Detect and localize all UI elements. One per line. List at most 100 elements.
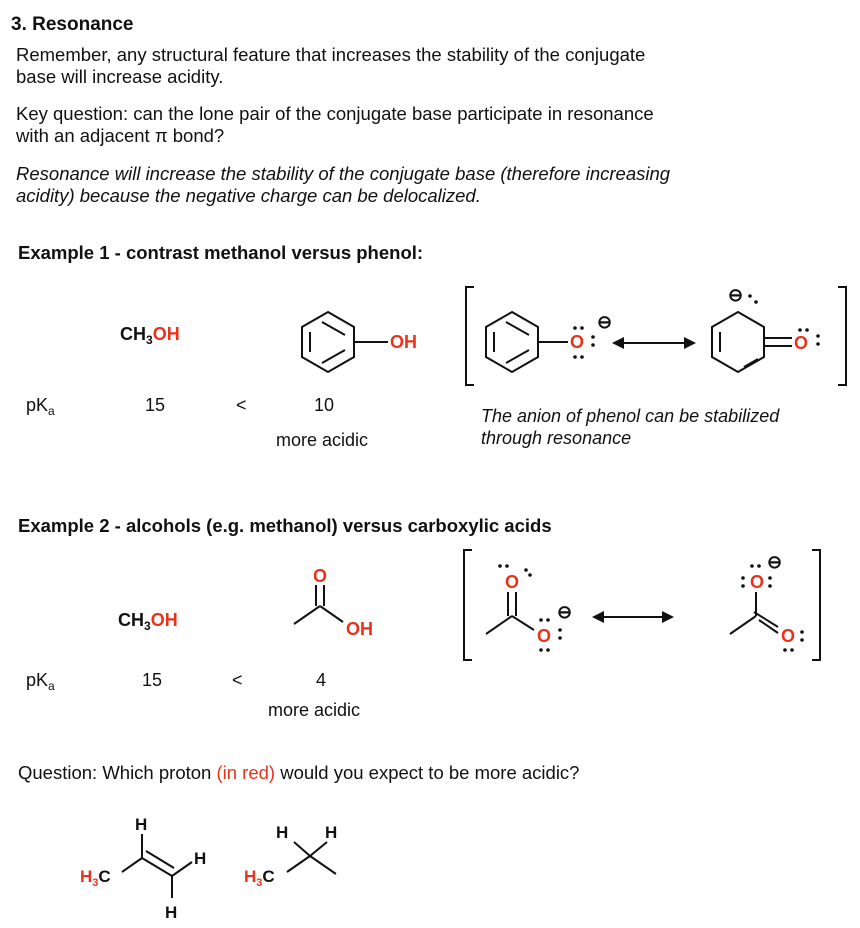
propene-h-right: H	[194, 849, 206, 868]
propane-structure	[286, 841, 337, 875]
c-h-bond	[171, 861, 193, 877]
resonance-arrow-1	[612, 337, 696, 349]
key-question-paragraph: Key question: can the lone pair of the c…	[16, 103, 654, 147]
resonance-arrow-2	[592, 611, 674, 623]
phenol-double-bond	[321, 349, 346, 364]
question-line: Question: Which proton (in red) would yo…	[18, 762, 579, 784]
example1-pka-phenol: 10	[314, 395, 335, 415]
methyl-subscript: 3	[92, 877, 98, 889]
methyl-bond	[729, 615, 757, 635]
lone-pairs-3	[498, 564, 562, 652]
example2-heading: Example 2 - alcohols (e.g. methanol) ver…	[18, 515, 552, 536]
propane-h-left: H	[276, 823, 288, 842]
propene-methyl-label: H3C	[80, 867, 111, 889]
propene-h-top: H	[135, 815, 147, 834]
acetate-oxygen-top-2: O	[750, 572, 764, 592]
pka-subscript: a	[48, 679, 55, 693]
pka-p: pK	[26, 395, 49, 415]
example2-pka-label: pKa	[26, 670, 55, 693]
resonance-statement-line-2: acidity) because the negative charge can…	[16, 185, 481, 206]
propane-h-right: H	[325, 823, 337, 842]
propene-h-bottom: H	[165, 903, 177, 922]
example1-heading: Example 1 - contrast methanol versus phe…	[18, 242, 424, 263]
right-bracket	[812, 549, 821, 661]
c-o-double-bond	[758, 619, 779, 634]
methyl-c: C	[98, 867, 110, 886]
example1-comparator: <	[236, 395, 247, 415]
example1-methanol-formula: CH3OH	[120, 324, 180, 347]
negative-charge-2: ⊖	[728, 285, 743, 305]
left-bracket	[465, 286, 474, 386]
key-question-line-1: Key question: can the lone pair of the c…	[16, 103, 654, 124]
anion-note-line-2: through resonance	[481, 428, 632, 448]
acetate-oxygen-bottom-2: O	[781, 626, 795, 646]
pka-subscript: a	[48, 404, 55, 418]
formula-oh: OH	[152, 324, 180, 344]
example2-resonance-brackets	[463, 549, 821, 661]
negative-charge-3: ⊖	[557, 602, 572, 622]
right-bracket	[838, 286, 847, 386]
intro-line-1: Remember, any structural feature that in…	[16, 44, 646, 65]
methyl-h: H	[244, 867, 256, 886]
acetate-oxygen-bottom-1: O	[537, 626, 551, 646]
propane-methyl-label: H3C	[244, 867, 275, 889]
lone-pairs-1	[573, 326, 595, 359]
negative-charge-1: ⊖	[597, 312, 612, 332]
phenoxide-double-bond	[505, 321, 530, 336]
pka-p: pK	[26, 670, 49, 690]
phenoxide-oxygen-1: O	[570, 332, 584, 352]
c-h-bond	[309, 841, 328, 857]
phenol-double-bond	[321, 321, 346, 336]
left-bracket	[463, 549, 472, 661]
dienone-ring	[711, 310, 765, 374]
acetate-form-2	[729, 592, 779, 635]
methyl-bond	[293, 605, 321, 625]
example2-comparator: <	[232, 670, 243, 690]
phenoxide-form-1	[485, 310, 568, 374]
methyl-bond	[121, 857, 143, 873]
phenol-ring	[301, 310, 355, 374]
c-o-double-bond	[753, 611, 779, 628]
example1-anion-note: The anion of phenol can be stabilized th…	[481, 405, 779, 449]
key-question-line-2: with an adjacent π bond?	[16, 125, 225, 146]
lone-pairs-4	[741, 564, 804, 652]
methyl-h: H	[80, 867, 92, 886]
dienone-oxygen: O	[794, 333, 808, 353]
example2-methanol-formula: CH3OH	[118, 610, 178, 633]
example1-more-acidic: more acidic	[276, 430, 369, 450]
question-prefix: Question: Which proton	[18, 762, 217, 783]
phenol-oh-label: OH	[390, 332, 417, 352]
acid-carbonyl-oxygen: O	[313, 566, 327, 586]
intro-paragraph: Remember, any structural feature that in…	[16, 44, 645, 88]
phenoxide-double-bond	[505, 349, 530, 364]
acid-oh-label: OH	[346, 619, 373, 639]
methyl-subscript: 3	[256, 877, 262, 889]
c-o-single-bond	[511, 615, 535, 631]
acetate-oxygen-top-1: O	[505, 572, 519, 592]
acetate-form-1	[485, 592, 535, 635]
phenoxide-form-2	[711, 310, 792, 374]
example1-pka-methanol: 15	[145, 395, 166, 415]
resonance-statement-line-1: Resonance will increase the stability of…	[16, 163, 671, 184]
formula-subscript: 3	[146, 333, 153, 347]
question-highlight: (in red)	[216, 762, 276, 783]
formula-oh: OH	[150, 610, 178, 630]
c-c-double-bond	[141, 857, 173, 877]
phenoxide-ring	[485, 310, 539, 374]
lone-pairs-2	[748, 294, 820, 346]
formula-ch: CH	[118, 610, 144, 630]
formula-subscript: 3	[144, 619, 151, 633]
anion-note-line-1: The anion of phenol can be stabilized	[481, 406, 780, 426]
methyl-bond	[286, 855, 311, 873]
intro-line-2: base will increase acidity.	[16, 66, 224, 87]
example2-more-acidic: more acidic	[268, 700, 361, 720]
example1-pka-label: pKa	[26, 395, 55, 418]
example1-resonance-brackets	[465, 286, 847, 386]
question-suffix: would you expect to be more acidic?	[275, 762, 580, 783]
formula-ch: CH	[120, 324, 146, 344]
phenol-structure	[301, 310, 388, 374]
dienone-double-bond	[743, 358, 759, 368]
